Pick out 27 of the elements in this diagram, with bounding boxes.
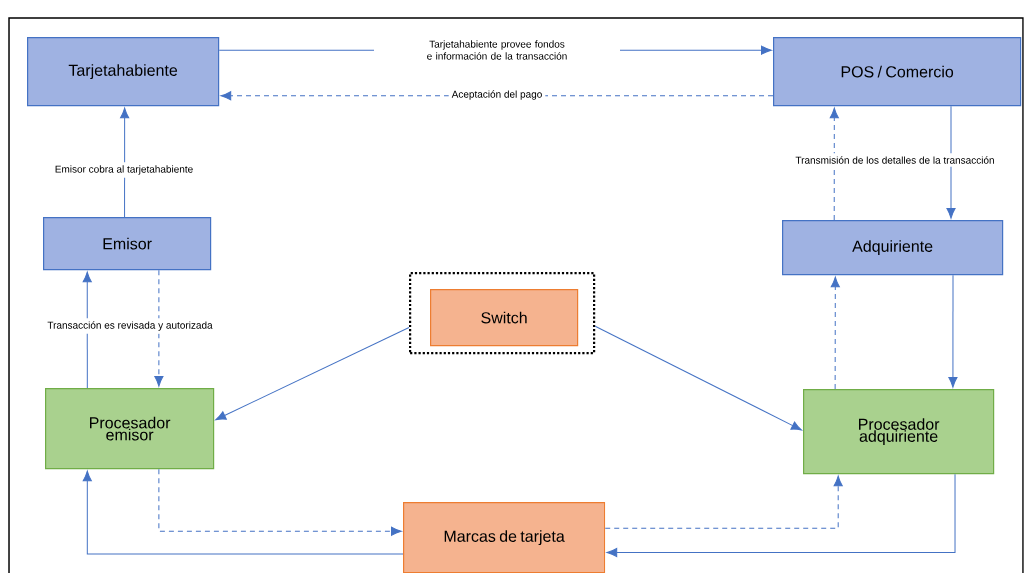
role-box: Tarjetahabiente — [27, 37, 220, 107]
arrow — [594, 325, 802, 431]
edge-label: Tarjetahabiente provee fondos e información de la transacción — [374, 37, 620, 63]
arrow — [830, 276, 840, 390]
processor-box: Procesador emisor — [45, 388, 215, 470]
arrow — [82, 271, 92, 389]
network-box: Switch — [430, 289, 579, 347]
arrow — [120, 107, 130, 218]
edge-label: Aceptación del pago — [448, 87, 546, 103]
arrow — [948, 274, 958, 388]
arrow — [158, 468, 402, 536]
network-box: Marcas de tarjeta — [403, 502, 606, 573]
dotted-frame — [409, 272, 596, 355]
edge-label: Transacción es revisada y autorizada — [44, 318, 216, 334]
arrow — [829, 107, 839, 221]
edge-label: Transmisión de los detalles de la transacción — [792, 153, 998, 167]
processor-box: Procesador adquiriente — [803, 389, 995, 475]
arrow — [154, 269, 164, 387]
edge-label: Emisor cobra al tarjetahabiente — [51, 162, 197, 178]
arrow — [946, 105, 956, 219]
role-box: Adquiriente — [782, 220, 1004, 276]
arrow — [82, 470, 404, 555]
arrow — [606, 473, 956, 558]
role-box: POS / Comercio — [773, 37, 1022, 107]
arrow — [604, 475, 843, 529]
role-box: Emisor — [43, 217, 212, 271]
arrow — [215, 327, 410, 421]
